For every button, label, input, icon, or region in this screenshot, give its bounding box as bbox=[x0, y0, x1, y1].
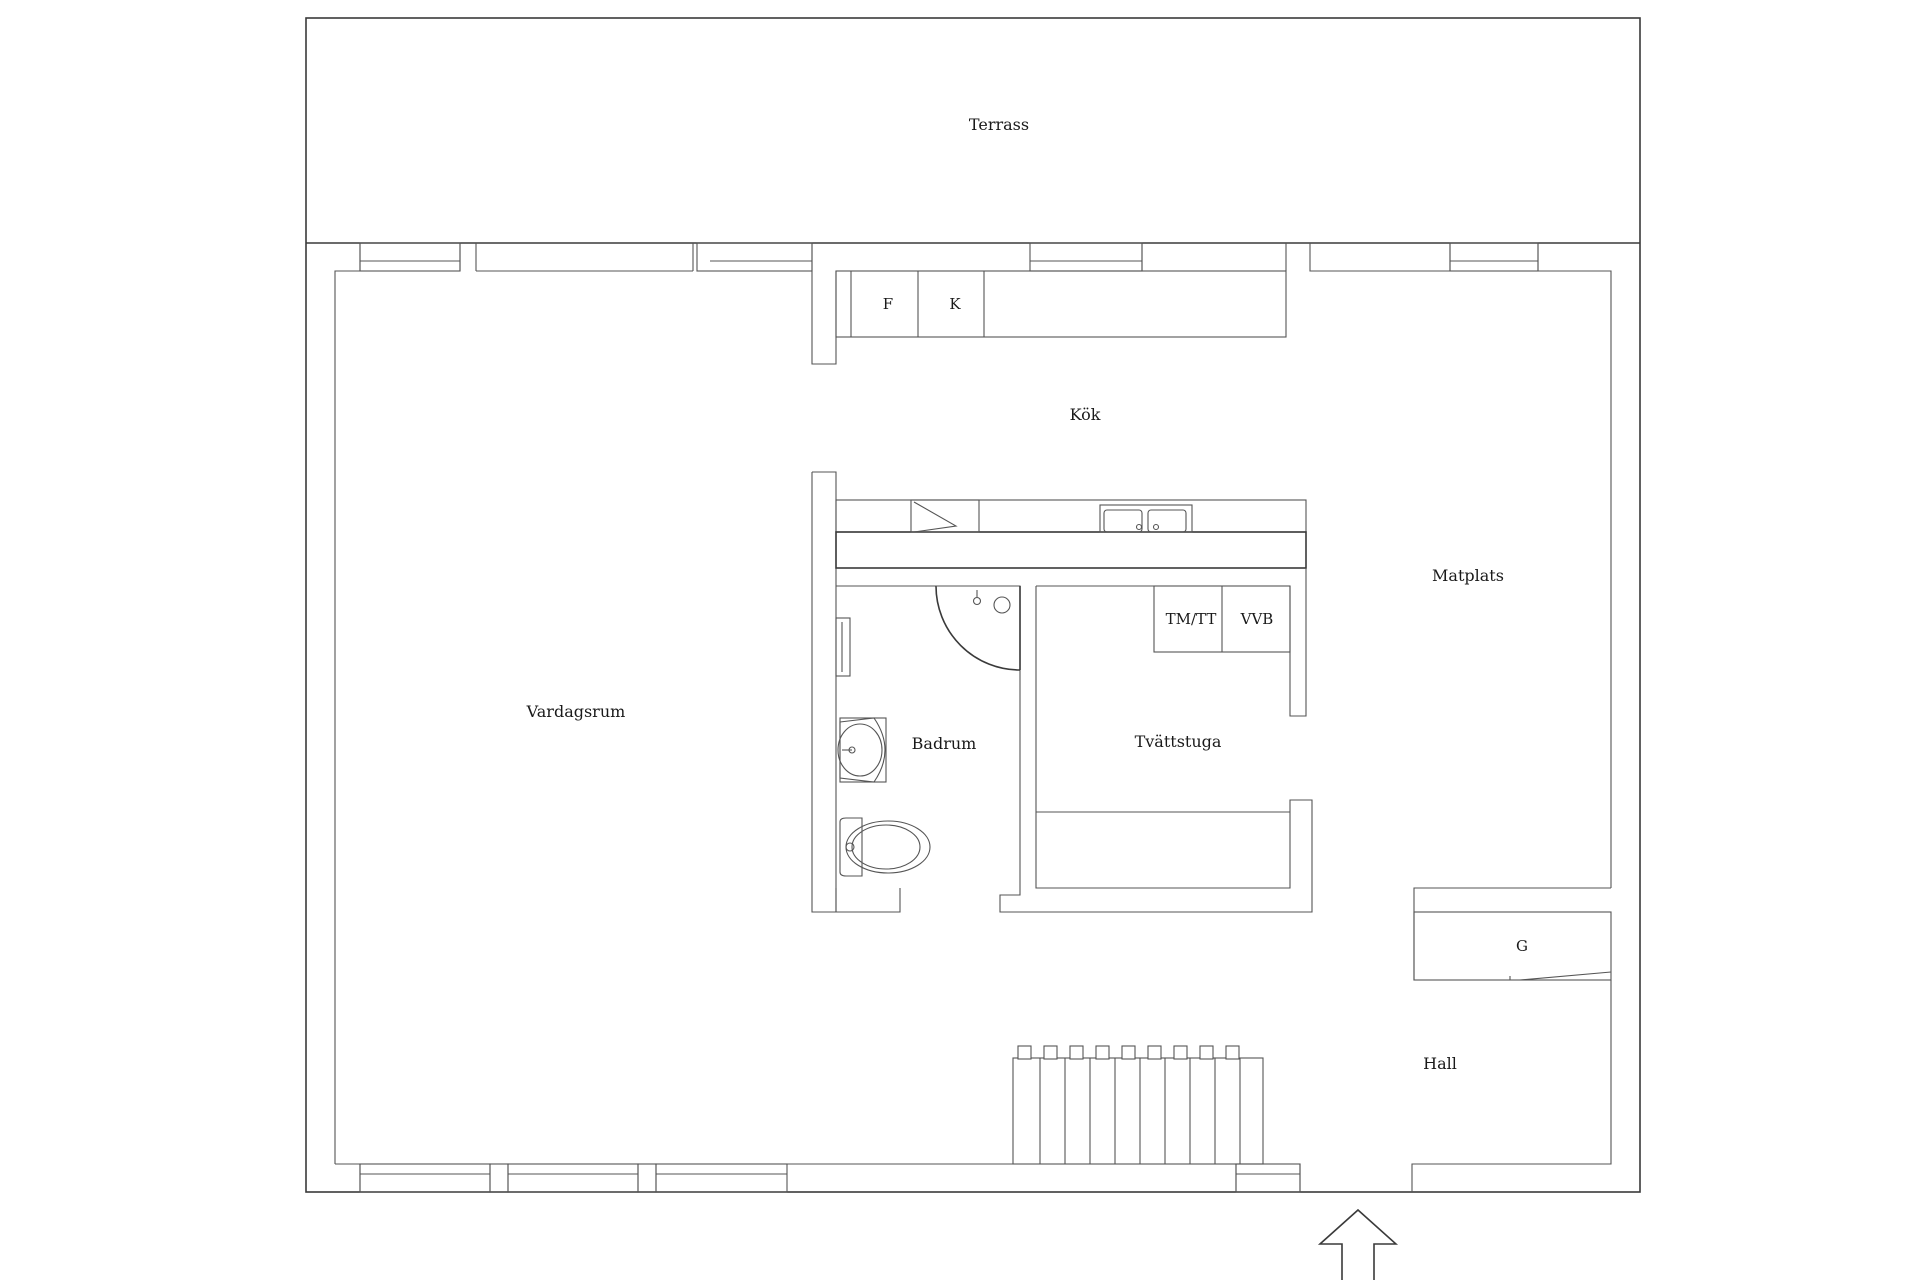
room-label-living: Vardagsrum bbox=[526, 702, 626, 721]
arrow-up-icon bbox=[1317, 1208, 1399, 1280]
outer-boundary bbox=[305, 17, 1641, 1193]
washbasin-icon bbox=[837, 717, 887, 783]
stairs-icon bbox=[1012, 1045, 1264, 1165]
room-label-bathroom: Badrum bbox=[912, 734, 977, 753]
fixture-label-washer-dryer: TM/TT bbox=[1166, 610, 1217, 628]
room-label-laundry: Tvättstuga bbox=[1135, 732, 1222, 751]
hob bbox=[910, 499, 980, 533]
room-label-terrace: Terrass bbox=[969, 115, 1029, 134]
room-label-kitchen: Kök bbox=[1070, 405, 1101, 424]
windows-top bbox=[359, 242, 1539, 272]
fixture-label-water-heater: VVB bbox=[1240, 610, 1274, 628]
shower-icon bbox=[935, 585, 1021, 671]
windows-bottom bbox=[359, 1163, 1301, 1193]
room-label-dining: Matplats bbox=[1432, 566, 1504, 585]
fixture-label-fridge: F bbox=[883, 295, 893, 313]
room-label-hall: Hall bbox=[1423, 1054, 1457, 1073]
toilet-icon bbox=[839, 817, 931, 877]
bathroom bbox=[835, 585, 1313, 913]
hall-wardrobe bbox=[1413, 887, 1612, 981]
kitchen-counter-top bbox=[811, 243, 1287, 365]
bath-radiator bbox=[835, 617, 851, 677]
fixture-label-freezer: K bbox=[949, 295, 961, 313]
sink-icon bbox=[1099, 504, 1193, 533]
fixture-label-wardrobe: G bbox=[1516, 937, 1528, 955]
laundry-room bbox=[1036, 585, 1291, 813]
kitchen-counter-bottom bbox=[811, 471, 1307, 913]
